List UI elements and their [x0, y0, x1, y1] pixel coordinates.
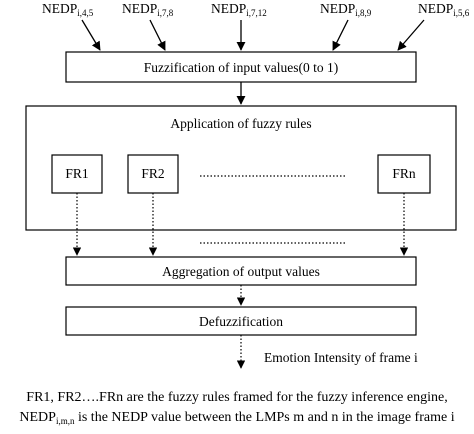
- defuzzification-label: Defuzzification: [199, 314, 283, 329]
- defuzzification-box: [65, 306, 417, 336]
- rule-label-fr1: FR1: [65, 166, 88, 181]
- caption-line-2: NEDPi,m,n is the NEDP value between the …: [19, 410, 455, 426]
- input-arrow-4: [332, 19, 349, 51]
- input-arrow-2: [149, 19, 166, 51]
- rule-label-frn: FRn: [392, 166, 416, 181]
- input-label-5: NEDPi,5,6: [418, 1, 470, 18]
- input-label-3: NEDPi,7,12: [211, 1, 267, 18]
- rule-box-frn: [377, 154, 431, 194]
- fuzzy-inference-diagram: NEDPi,4,5 NEDPi,7,8 NEDPi,7,12 NEDPi,8,9…: [25, 1, 470, 369]
- aggregation-label: Aggregation of output values: [162, 264, 320, 279]
- aggregation-box: [65, 256, 417, 286]
- input-arrow-5: [397, 19, 425, 51]
- input-label-1: NEDPi,4,5: [42, 1, 94, 18]
- caption-line-1: FR1, FR2….FRn are the fuzzy rules framed…: [26, 390, 448, 405]
- rule-box-fr2: [127, 154, 179, 194]
- input-arrow-1: [81, 19, 101, 51]
- rule-label-fr2: FR2: [141, 166, 164, 181]
- rule-box-fr1: [51, 154, 103, 194]
- input-label-4: NEDPi,8,9: [320, 1, 372, 18]
- rules-label: Application of fuzzy rules: [170, 116, 311, 131]
- fuzzification-label: Fuzzification of input values(0 to 1): [144, 60, 339, 75]
- output-label: Emotion Intensity of frame i: [264, 350, 418, 365]
- input-label-2: NEDPi,7,8: [122, 1, 174, 18]
